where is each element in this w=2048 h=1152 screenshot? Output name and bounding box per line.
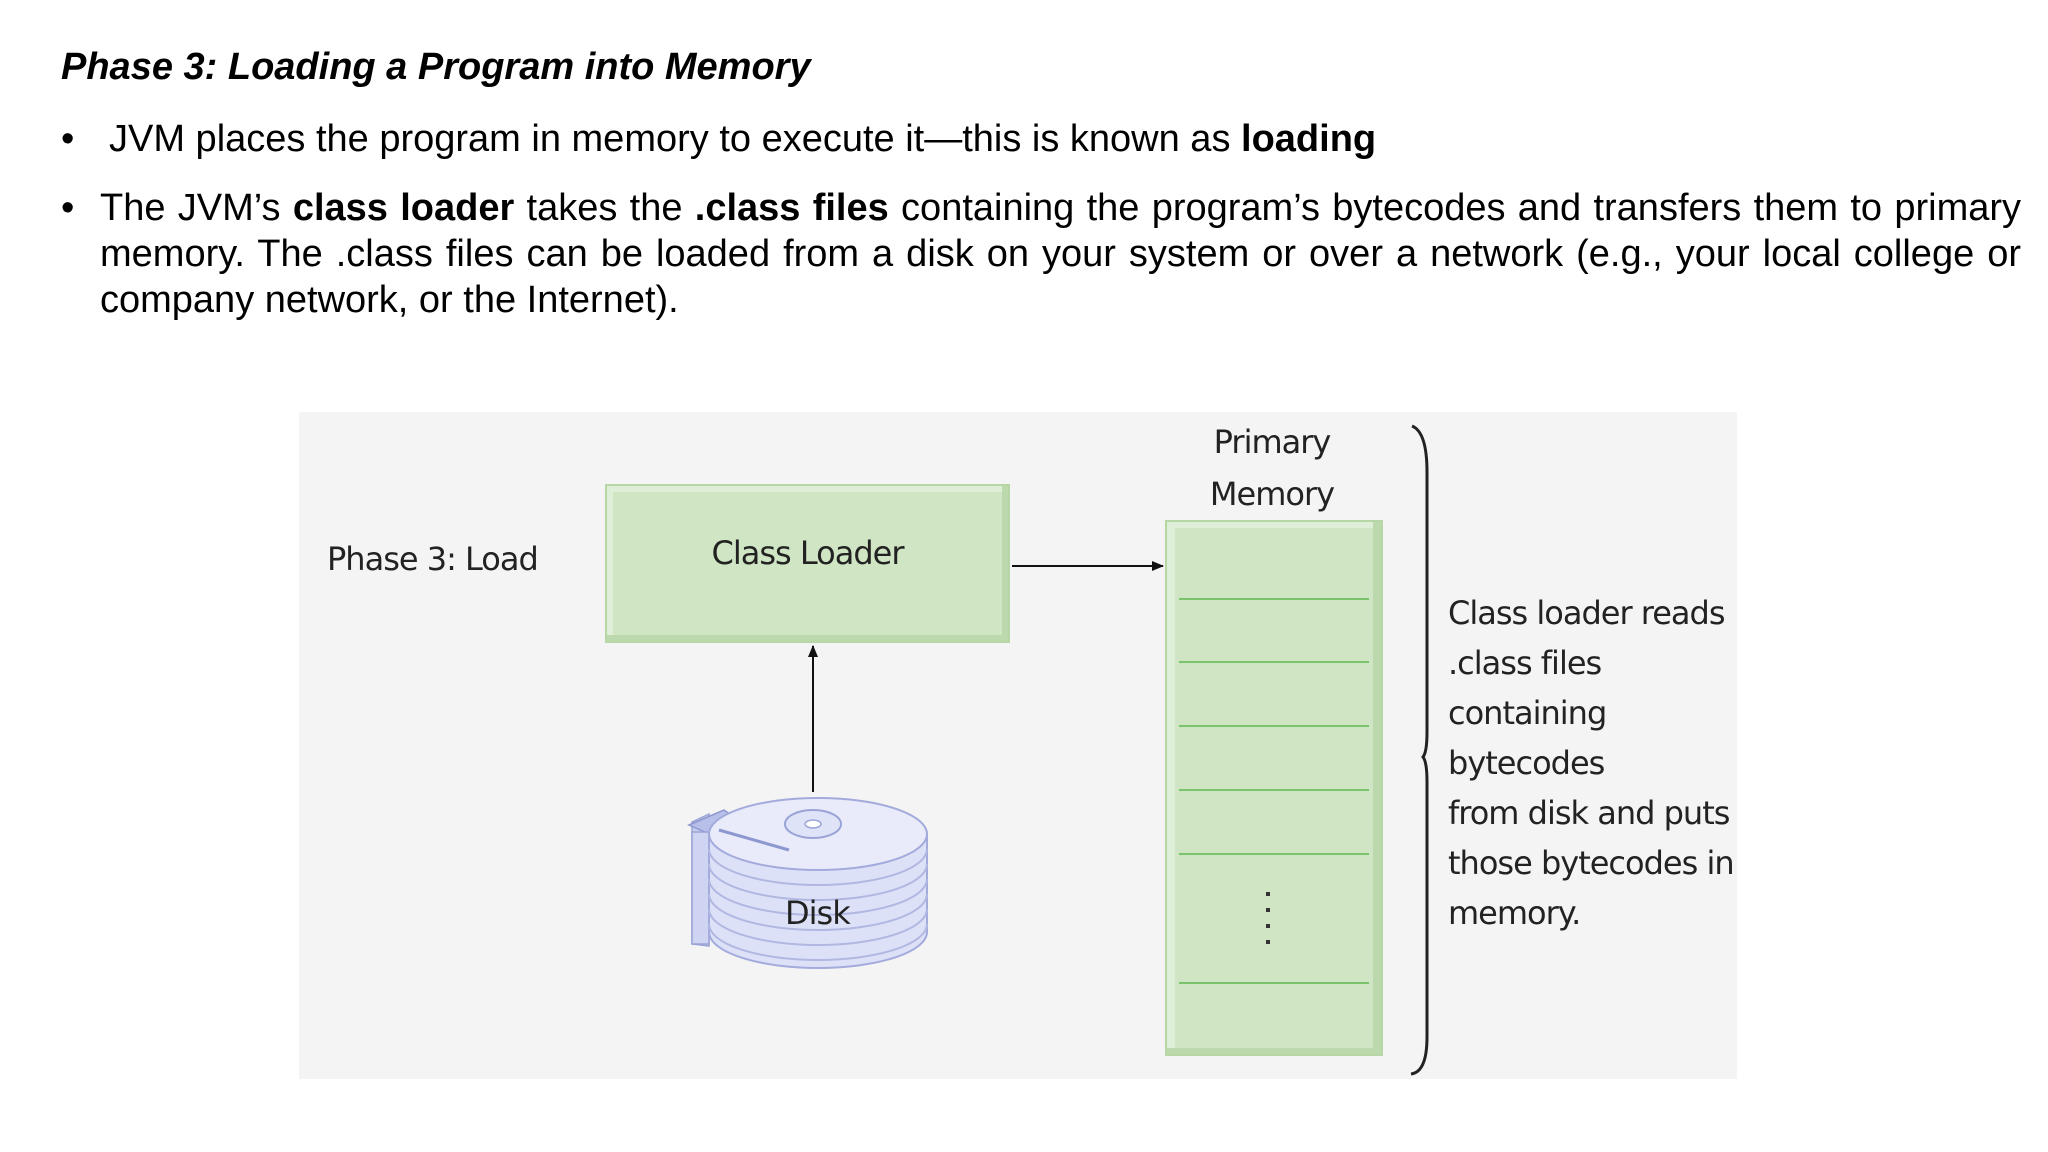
bullet1-text: JVM places the program in memory to exec… [109,118,1242,160]
diagram-connectors [687,424,1429,1076]
primary-memory-title: Primary Memory [1209,423,1335,513]
memory-divider [1179,789,1369,791]
phase-label: Phase 3: Load [327,540,539,578]
memory-divider [1179,853,1369,855]
bullet2-part2: takes the [514,187,695,229]
memory-divider [1179,725,1369,727]
bullet-marker: • [61,118,75,160]
memory-divider [1179,598,1369,600]
bullet-text: JVM places the program in memory to exec… [109,116,1376,162]
bullet-marker: • [61,187,75,229]
bullet2-part3: containing the program’s bytecodes and t… [100,187,2022,321]
page-heading: Phase 3: Loading a Program into Memory [61,46,811,88]
bullet-class-loader: • The JVM’s class loader takes the .clas… [61,185,2021,325]
disk-label: Disk [785,894,851,932]
bullet-loading: • JVM places the program in memory to ex… [61,116,2021,166]
ellipsis-dots [1266,892,1272,956]
bullet-text: The JVM’s class loader takes the .class … [100,185,2021,323]
bullet2-part1: The JVM’s [100,187,293,229]
bullet2-bold-class-loader: class loader [292,187,515,229]
class-loader-note: Class loader reads .class files containi… [1448,594,1735,932]
primary-memory-block [1165,520,1383,1056]
class-loader-label: Class Loader [711,534,905,572]
memory-divider [1179,661,1369,663]
class-loader-box: Class Loader [605,484,1010,643]
brace-icon [1410,424,1429,1076]
memory-divider [1179,982,1369,984]
bullet1-bold-term: loading [1241,118,1377,160]
load-phase-diagram: Phase 3: Load Class Loader Primary Memor… [299,412,1737,1079]
disk-icon [687,797,928,969]
bullet2-bold-class-files: .class files [694,187,889,229]
